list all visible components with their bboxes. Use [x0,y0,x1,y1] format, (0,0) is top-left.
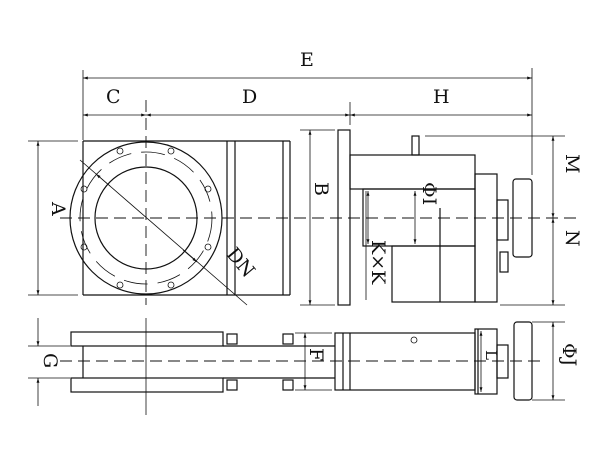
label-G: G [39,353,61,368]
dimension-phi-J: ΦJ [532,321,580,401]
actuator-front: ΦI K×K [337,129,565,306]
bolt-holes [80,147,212,289]
label-C: C [106,86,121,108]
label-E: E [300,49,314,71]
dimension-B: B [300,129,335,306]
valve-top-view [60,318,540,415]
label-phi-I: ΦI [418,182,440,205]
label-A: A [47,201,69,216]
label-F: F [305,348,327,361]
valve-body-front: DN [60,100,580,306]
label-D: D [242,86,257,108]
label-KxK: K×K [367,240,389,285]
dimension-L: L [479,331,500,392]
dimension-CDH: C D H [83,86,532,125]
dimension-F: F [295,332,332,391]
dimension-G: G [28,318,70,406]
label-B: B [310,182,332,196]
label-L: L [482,350,500,360]
dimension-MN: M N [551,136,583,305]
label-H: H [433,86,450,108]
label-N: N [561,230,583,247]
label-M: M [561,154,583,173]
dimension-A: A [28,140,78,296]
dimension-E: E [82,49,533,175]
label-phi-J: ΦJ [558,343,580,366]
